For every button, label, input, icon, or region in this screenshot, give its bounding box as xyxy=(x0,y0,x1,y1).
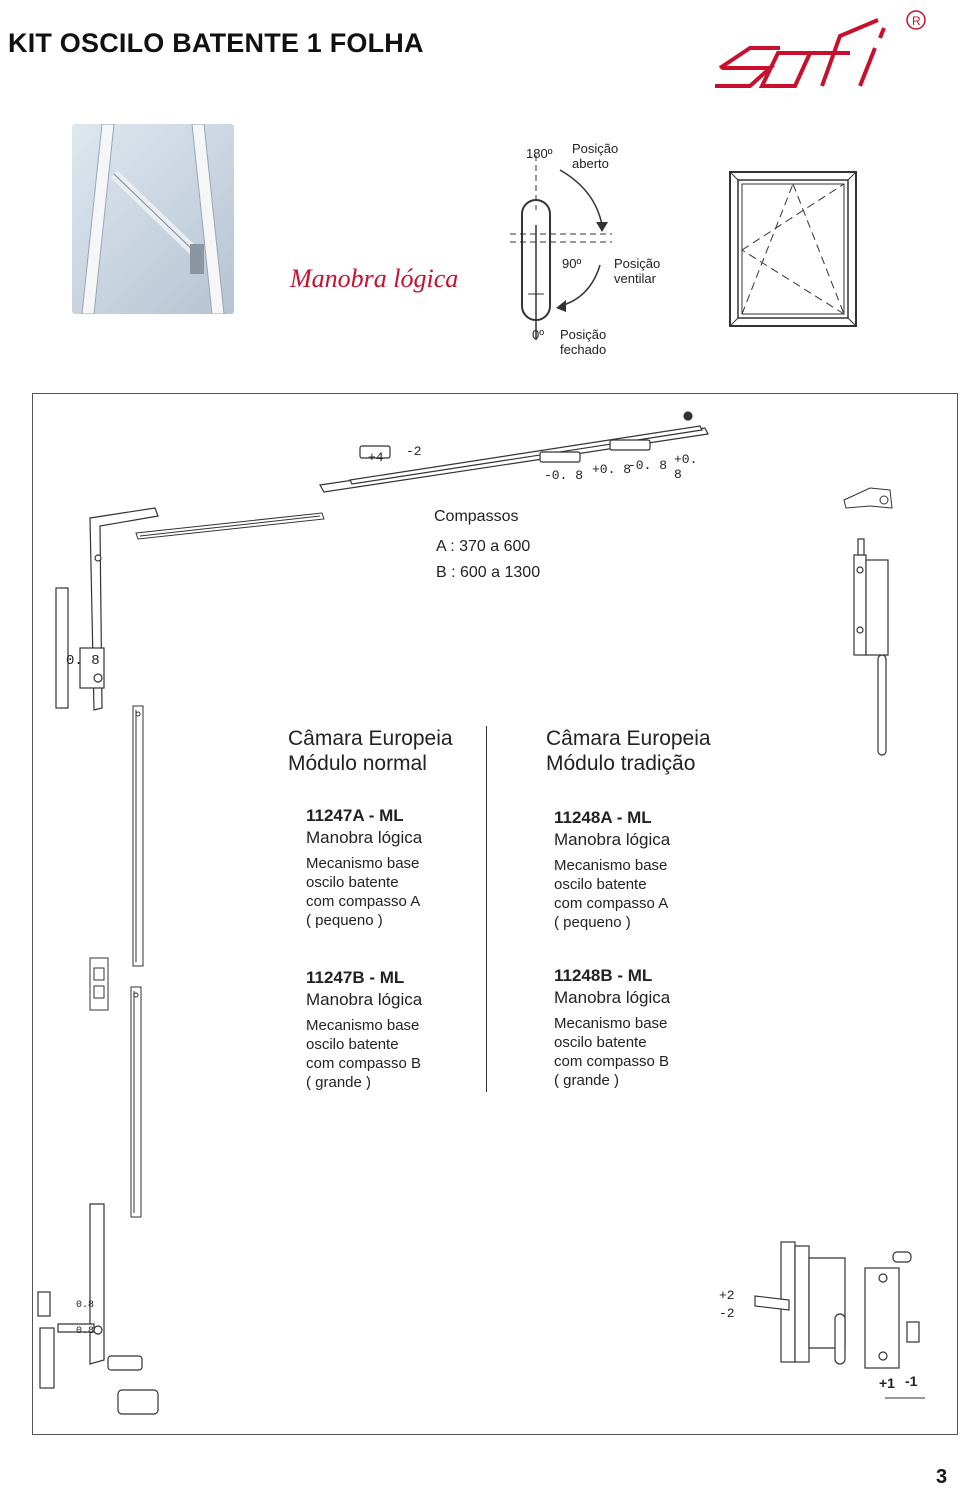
desc-line: com compasso B xyxy=(306,1055,422,1072)
desc-line: Mecanismo base xyxy=(306,1017,420,1034)
hinge-arm-drawing xyxy=(840,478,900,518)
posicao-fechado-line1: Posição xyxy=(560,327,607,342)
adjust-m08b: -0. 8 xyxy=(628,458,668,473)
adjust-p08b: +0. 8 xyxy=(674,452,698,482)
adjust-plus4: +4 xyxy=(368,450,384,465)
desc-line: ( grande ) xyxy=(554,1072,620,1089)
product-code: 11248B - ML xyxy=(554,966,653,985)
angle-180-label: 180º xyxy=(526,146,553,161)
left-column: Câmara Europeia Módulo normal xyxy=(288,726,478,776)
posicao-ventilar-line1: Posição xyxy=(614,256,661,271)
bottom-corner-mechanism-drawing: 0.8 0.8 xyxy=(34,1200,174,1430)
lock-keeper-drawing xyxy=(86,956,114,1012)
adjust-bottom-08a: 0.8 xyxy=(76,1300,95,1311)
desc-line: Mecanismo base xyxy=(554,857,668,874)
desc-line: ( grande ) xyxy=(306,1074,372,1091)
bottom-hinge-assembly-drawing: +2 -2 +1 -1 xyxy=(715,1238,930,1408)
product-code: 11247B - ML xyxy=(306,968,405,987)
page-title: KIT OSCILO BATENTE 1 FOLHA xyxy=(8,28,424,58)
desc-line: com compasso A xyxy=(554,895,669,912)
hinge-plus1: +1 xyxy=(879,1375,895,1391)
hinge-minus1: -1 xyxy=(905,1373,918,1389)
product-11247b: 11247B - ML Manobra lógica Mecanismo bas… xyxy=(306,968,486,1092)
desc-line: oscilo batente xyxy=(306,874,399,891)
desc-line: com compasso A xyxy=(306,893,421,910)
window-mechanism-photo xyxy=(72,124,234,314)
product-code: 11248A - ML xyxy=(554,808,652,827)
adjust-left-08: 0. 8 xyxy=(66,653,100,669)
product-name: Manobra lógica xyxy=(306,990,423,1009)
posicao-ventilar-line2: ventilar xyxy=(614,271,656,286)
desc-line: oscilo batente xyxy=(554,876,647,893)
compasso-b-range: B : 600 a 1300 xyxy=(436,564,541,581)
compasso-a-range: A : 370 a 600 xyxy=(436,538,531,555)
handle-positions-diagram: 180º Posição aberto 90º Posição ventilar… xyxy=(500,130,700,360)
page-number: 3 xyxy=(936,1466,948,1488)
product-11248a: 11248A - ML Manobra lógica Mecanismo bas… xyxy=(554,808,734,932)
vertical-rod-1 xyxy=(128,704,148,969)
components-panel xyxy=(32,393,958,1435)
posicao-aberto-line2: aberto xyxy=(572,156,609,171)
manobra-logica-script-label: Manobra lógica xyxy=(290,264,459,293)
posicao-aberto-line1: Posição xyxy=(572,141,619,156)
product-code: 11247A - ML xyxy=(306,806,404,825)
product-name: Manobra lógica xyxy=(554,830,671,849)
desc-line: oscilo batente xyxy=(554,1034,647,1051)
desc-line: Mecanismo base xyxy=(306,855,420,872)
left-header-line2: Módulo normal xyxy=(288,752,427,775)
left-header-line1: Câmara Europeia xyxy=(288,727,453,750)
window-opening-diagram xyxy=(728,170,858,328)
compassos-title: Compassos xyxy=(434,508,519,525)
corner-mechanism-drawing: 0. 8 xyxy=(50,498,170,718)
vertical-rod-2 xyxy=(126,985,146,1220)
compasso-bar-drawing xyxy=(130,505,330,545)
product-11247a: 11247A - ML Manobra lógica Mecanismo bas… xyxy=(306,806,486,930)
right-column: Câmara Europeia Módulo tradição xyxy=(546,726,746,776)
desc-line: ( pequeno ) xyxy=(306,912,383,929)
desc-line: Mecanismo base xyxy=(554,1015,668,1032)
hinge-body-drawing xyxy=(850,535,900,760)
hinge-minus2: -2 xyxy=(719,1306,735,1321)
right-header-line1: Câmara Europeia xyxy=(546,727,711,750)
adjust-p08a: +0. 8 xyxy=(592,462,632,477)
adjust-minus2: -2 xyxy=(406,444,422,459)
product-name: Manobra lógica xyxy=(306,828,423,847)
sofi-logo: sofi R xyxy=(710,8,940,98)
angle-90-label: 90º xyxy=(562,256,582,271)
adjust-bottom-08b: 0.8 xyxy=(76,1326,95,1337)
desc-line: com compasso B xyxy=(554,1053,670,1070)
posicao-fechado-line2: fechado xyxy=(560,342,607,357)
angle-0-label: 0º xyxy=(532,327,544,342)
product-11248b: 11248B - ML Manobra lógica Mecanismo bas… xyxy=(554,966,734,1090)
registered-mark: R xyxy=(912,14,921,28)
adjust-m08a: -0. 8 xyxy=(544,468,584,483)
column-divider xyxy=(486,726,487,1092)
product-name: Manobra lógica xyxy=(554,988,671,1007)
desc-line: ( pequeno ) xyxy=(554,914,631,931)
right-header-line2: Módulo tradição xyxy=(546,752,696,775)
desc-line: oscilo batente xyxy=(306,1036,399,1053)
compasso-rail-drawing: +4 -2 -0. 8 +0. 8 -0. 8 +0. 8 xyxy=(310,410,710,500)
hinge-plus2: +2 xyxy=(719,1288,735,1303)
